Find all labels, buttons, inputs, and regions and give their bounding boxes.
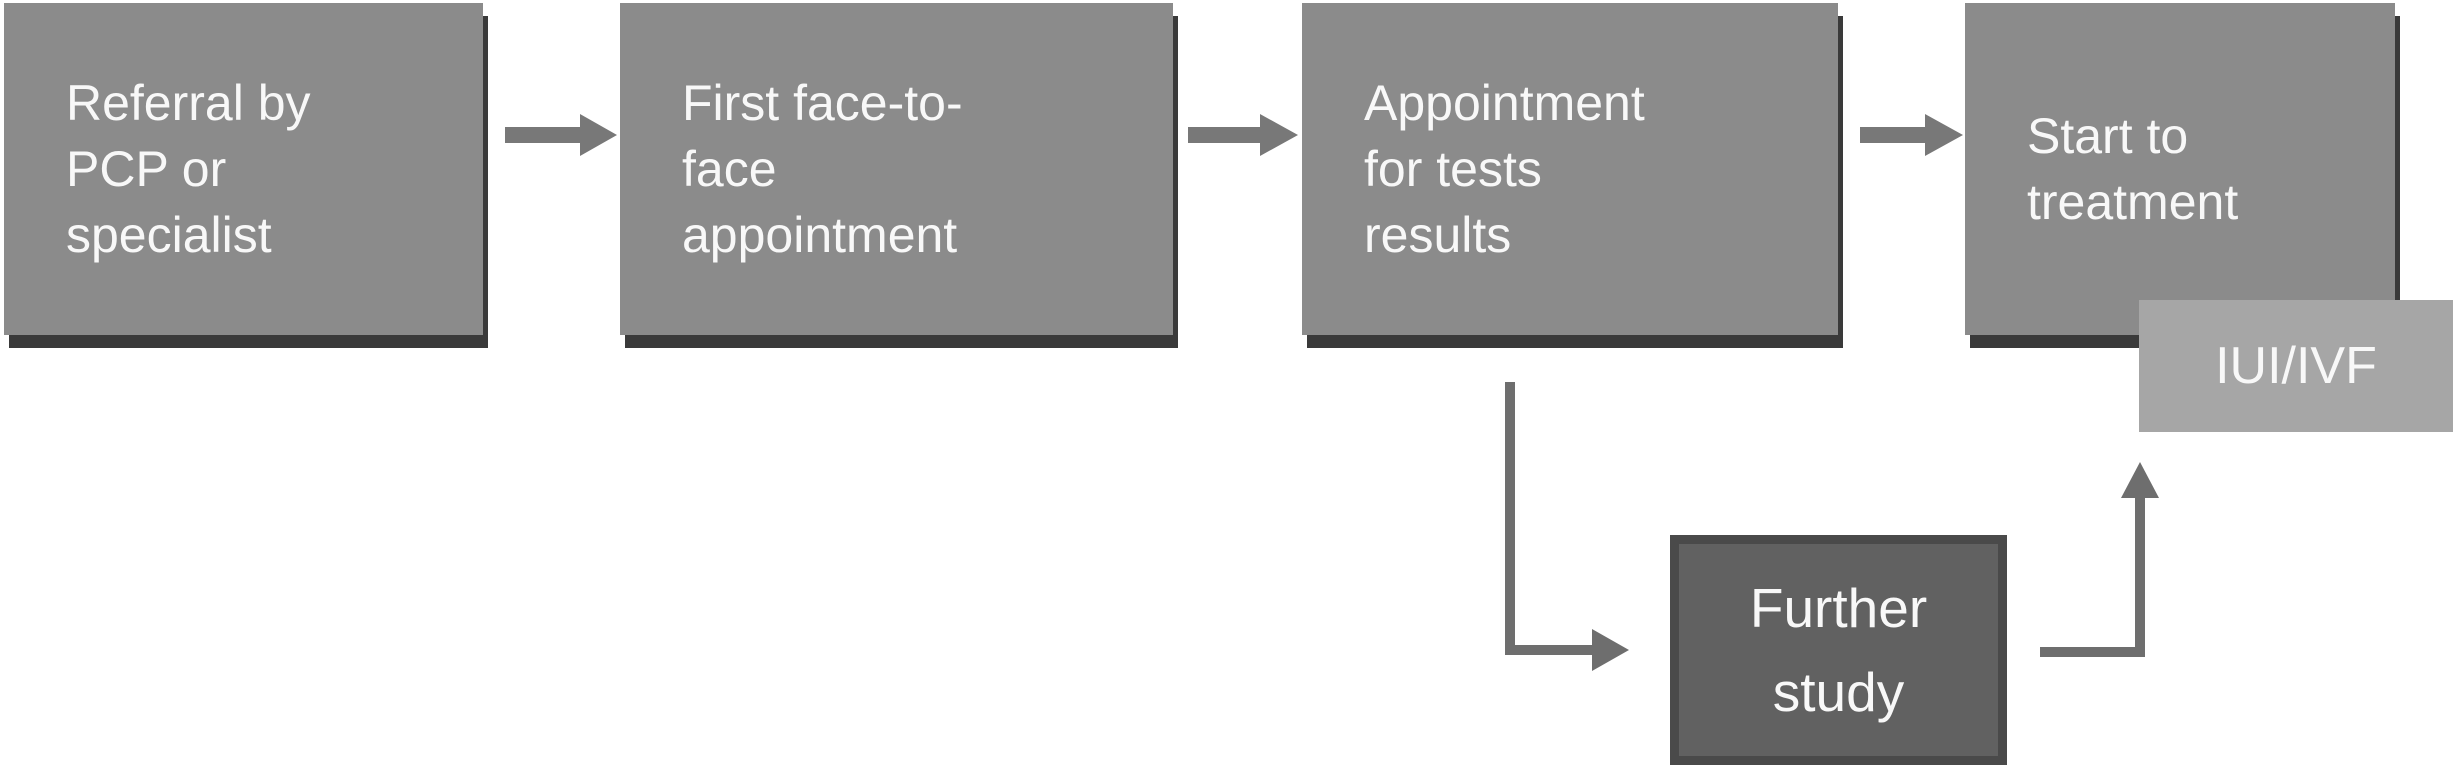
arrow-first-appointment-to-tests-results [1188, 114, 1298, 156]
node-iui-ivf-label: IUI/IVF [2215, 337, 2377, 395]
node-referral-label: Referral by PCP or specialist [66, 75, 311, 263]
arrow-referral-to-first-appointment [505, 114, 617, 156]
node-tests-results-label: Appointment for tests results [1364, 75, 1645, 263]
node-tests-results: Appointment for tests results [1302, 3, 1838, 335]
node-further-study: Further study [1670, 535, 2007, 765]
node-first-appointment: First face-to- face appointment [620, 3, 1173, 335]
node-start-treatment-label: Start to treatment [2027, 108, 2239, 230]
node-start-treatment: Start to treatment [1965, 3, 2395, 335]
arrow-tests-results-to-start-treatment [1860, 114, 1963, 156]
node-iui-ivf: IUI/IVF [2139, 300, 2453, 432]
arrow-further-study-to-iui-ivf [2040, 462, 2159, 657]
node-further-study-label: Further study [1749, 577, 1928, 723]
node-first-appointment-label: First face-to- face appointment [682, 75, 963, 263]
arrow-tests-results-to-further-study [1505, 382, 1629, 671]
node-referral: Referral by PCP or specialist [4, 3, 483, 335]
